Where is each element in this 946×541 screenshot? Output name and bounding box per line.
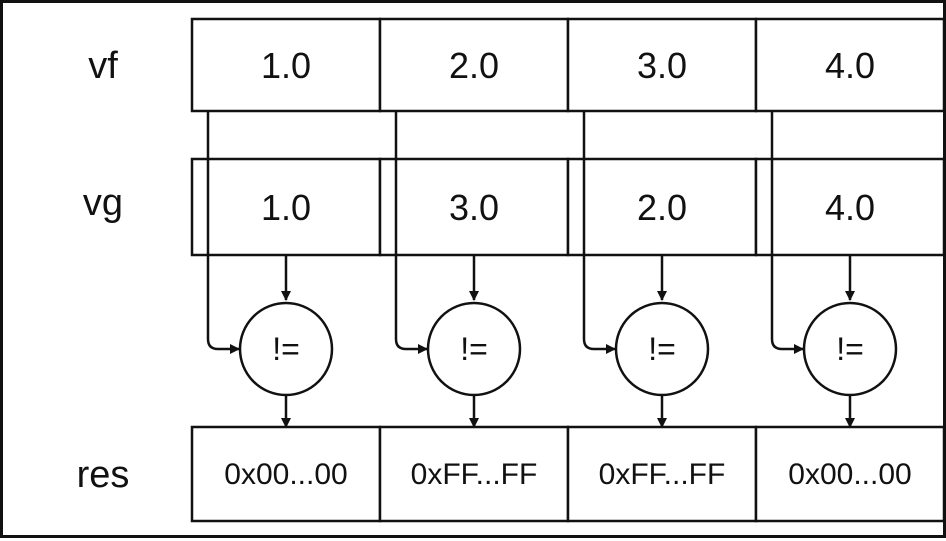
row-label-vg: vg: [83, 182, 123, 224]
vf-value-1: 2.0: [449, 45, 499, 86]
vf-cell-3: [754, 17, 946, 113]
res-cell-3: [754, 425, 946, 523]
row-label-res: res: [77, 454, 130, 496]
res-value-1: 0xFF...FF: [411, 458, 538, 491]
vg-value-3-overlay: 4.0: [825, 187, 875, 228]
vf-cell-0: [190, 17, 382, 113]
vf-to-compare-arrow-3: [770, 111, 804, 354]
row-label-vf: vf: [88, 45, 118, 87]
vf-to-compare-arrow-0: [206, 111, 240, 354]
not-equal-label-2: !=: [648, 331, 676, 367]
res-value-2: 0xFF...FF: [599, 458, 726, 491]
vg-wires: [281, 255, 855, 301]
vf-cell-1: [378, 17, 570, 113]
vf-cell-2: [566, 17, 758, 113]
res-value-0: 0x00...00: [224, 458, 347, 491]
res-cell-0: [190, 425, 382, 523]
res-cell-2: [566, 425, 758, 523]
vg-value-1-overlay: 3.0: [449, 187, 499, 228]
vg-row-overlay: 1.0 3.0 2.0 4.0: [193, 160, 943, 254]
vf-wires: [206, 111, 804, 354]
vf-row: 1.0 2.0 3.0 4.0: [190, 17, 946, 113]
res-value-3: 0x00...00: [788, 458, 911, 491]
vf-value-2: 3.0: [637, 45, 687, 86]
vf-to-compare-arrow-2: [582, 111, 616, 354]
compare-ops: != != != !=: [238, 301, 898, 397]
not-equal-label-3: !=: [836, 331, 864, 367]
not-equal-label-1: !=: [460, 331, 488, 367]
result-wires: [281, 395, 855, 428]
diagram-canvas: vf vg res 1.0 2.0 3.0 4.0 1.0 3.0 2.0 4.…: [77, 17, 946, 523]
vg-value-2-overlay: 2.0: [637, 187, 687, 228]
res-cell-1: [378, 425, 570, 523]
vg-value-0-overlay: 1.0: [261, 187, 311, 228]
res-row: 0x00...00 0xFF...FF 0xFF...FF 0x00...00: [190, 425, 946, 523]
not-equal-label-0: !=: [272, 331, 300, 367]
vf-value-0: 1.0: [261, 45, 311, 86]
vf-value-3: 4.0: [825, 45, 875, 86]
vf-to-compare-arrow-1: [394, 111, 428, 354]
